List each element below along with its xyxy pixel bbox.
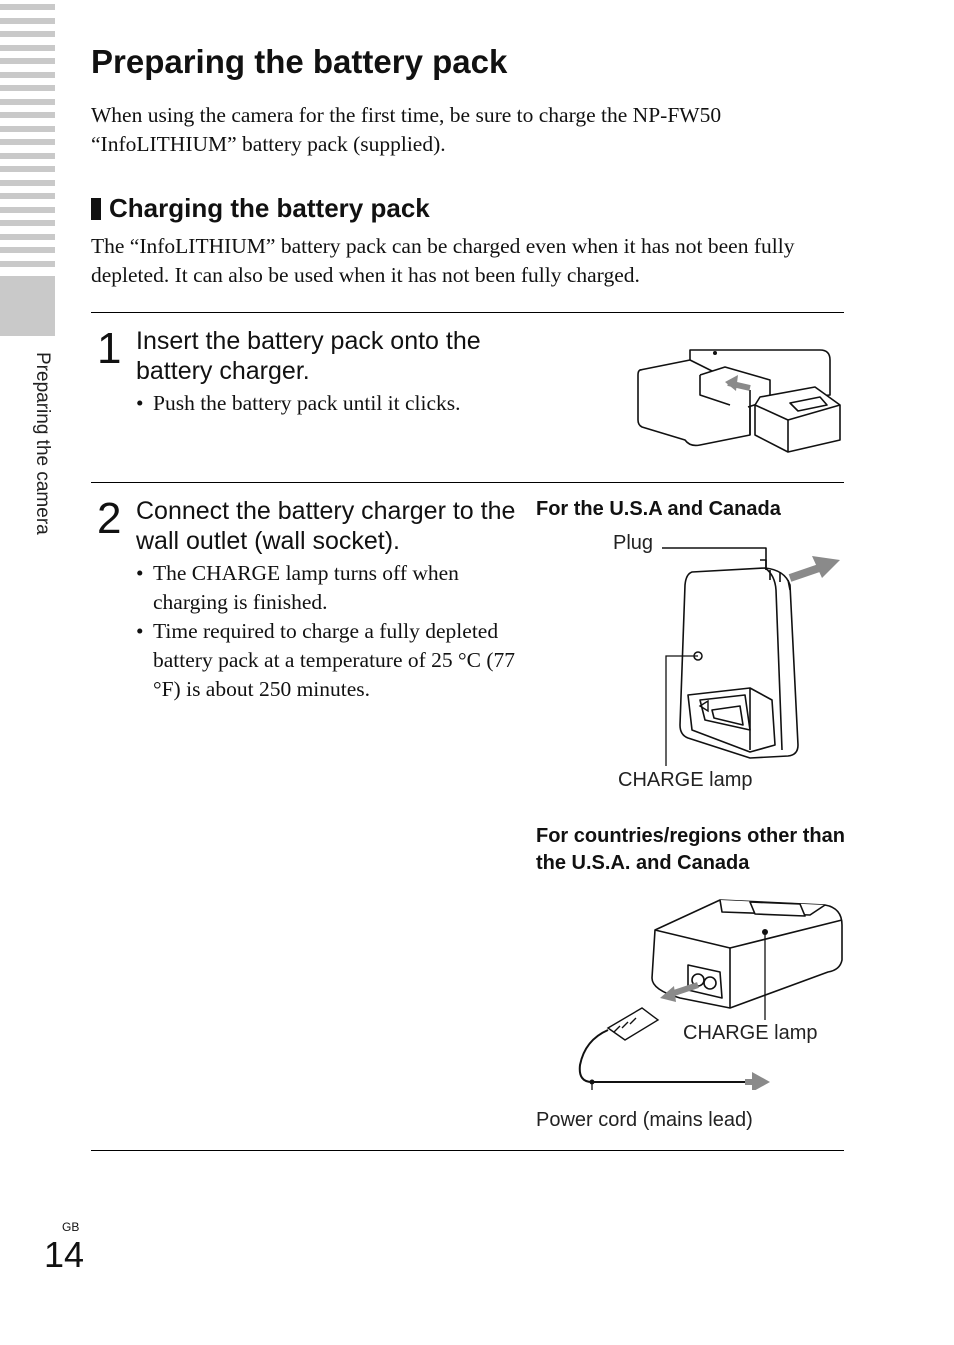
side-tab-stripe [0, 260, 55, 267]
side-tab-block [0, 276, 55, 336]
section-marker [91, 197, 101, 220]
side-tab-stripe [0, 166, 55, 172]
intro-paragraph: When using the camera for the first time… [91, 103, 722, 156]
side-tab-label: Preparing the camera [32, 352, 53, 535]
side-tab-stripe [0, 233, 55, 240]
side-tab-stripe [0, 247, 55, 253]
side-tab-stripe [0, 220, 55, 226]
side-tab-stripe [0, 139, 55, 145]
side-tab-stripe [0, 98, 55, 105]
power-cord-label: Power cord (mains lead) [536, 1109, 753, 1131]
step-2-bullets: The CHARGE lamp turns off when charging … [136, 559, 536, 704]
list-item: Time required to charge a fully depleted… [136, 617, 536, 704]
side-tab-stripe [0, 112, 55, 118]
step-2-heading: Connect the battery charger to the wall … [136, 497, 516, 555]
side-tab-stripe [0, 125, 55, 132]
side-tab-stripe [0, 206, 55, 213]
side-tab-stripe [0, 17, 55, 24]
side-tab-stripe [0, 44, 55, 51]
plug-label: Plug [613, 532, 654, 554]
side-tab-stripe [0, 152, 55, 159]
step-2-number: 2 [97, 494, 122, 543]
page-number: 14 [44, 1234, 85, 1275]
other-caption: For countries/regions other than the U.S… [536, 825, 845, 874]
side-tab-stripe [0, 193, 55, 199]
usa-charger-illustration [662, 547, 840, 766]
usa-caption: For the U.S.A and Canada [536, 498, 781, 520]
region-code: GB [62, 1220, 80, 1234]
divider [91, 482, 844, 483]
charge-lamp-label-other: CHARGE lamp [683, 1022, 818, 1044]
divider [91, 312, 844, 313]
charger-battery-illustration [637, 349, 841, 453]
step-1-heading: Insert the battery pack onto the battery… [136, 327, 481, 385]
side-tab-stripe [0, 58, 55, 64]
section-paragraph: The “InfoLITHIUM” battery pack can be ch… [91, 234, 795, 287]
side-tab-stripe [0, 179, 55, 186]
step-1-bullets: Push the battery pack until it clicks. [136, 389, 536, 418]
side-tab-stripes [0, 0, 55, 270]
side-tab-stripe [0, 4, 55, 10]
list-item: Push the battery pack until it clicks. [136, 389, 536, 418]
page-title: Preparing the battery pack [91, 43, 508, 80]
charge-lamp-label-usa: CHARGE lamp [618, 769, 753, 791]
side-tab-stripe [0, 71, 55, 78]
step-1-number: 1 [97, 324, 122, 373]
divider [91, 1150, 844, 1151]
list-item: The CHARGE lamp turns off when charging … [136, 559, 536, 617]
section-heading: Charging the battery pack [91, 193, 430, 224]
side-tab-stripe [0, 31, 55, 37]
section-title: Charging the battery pack [109, 193, 430, 223]
other-charger-illustration [578, 899, 843, 1090]
side-tab-stripe [0, 85, 55, 91]
